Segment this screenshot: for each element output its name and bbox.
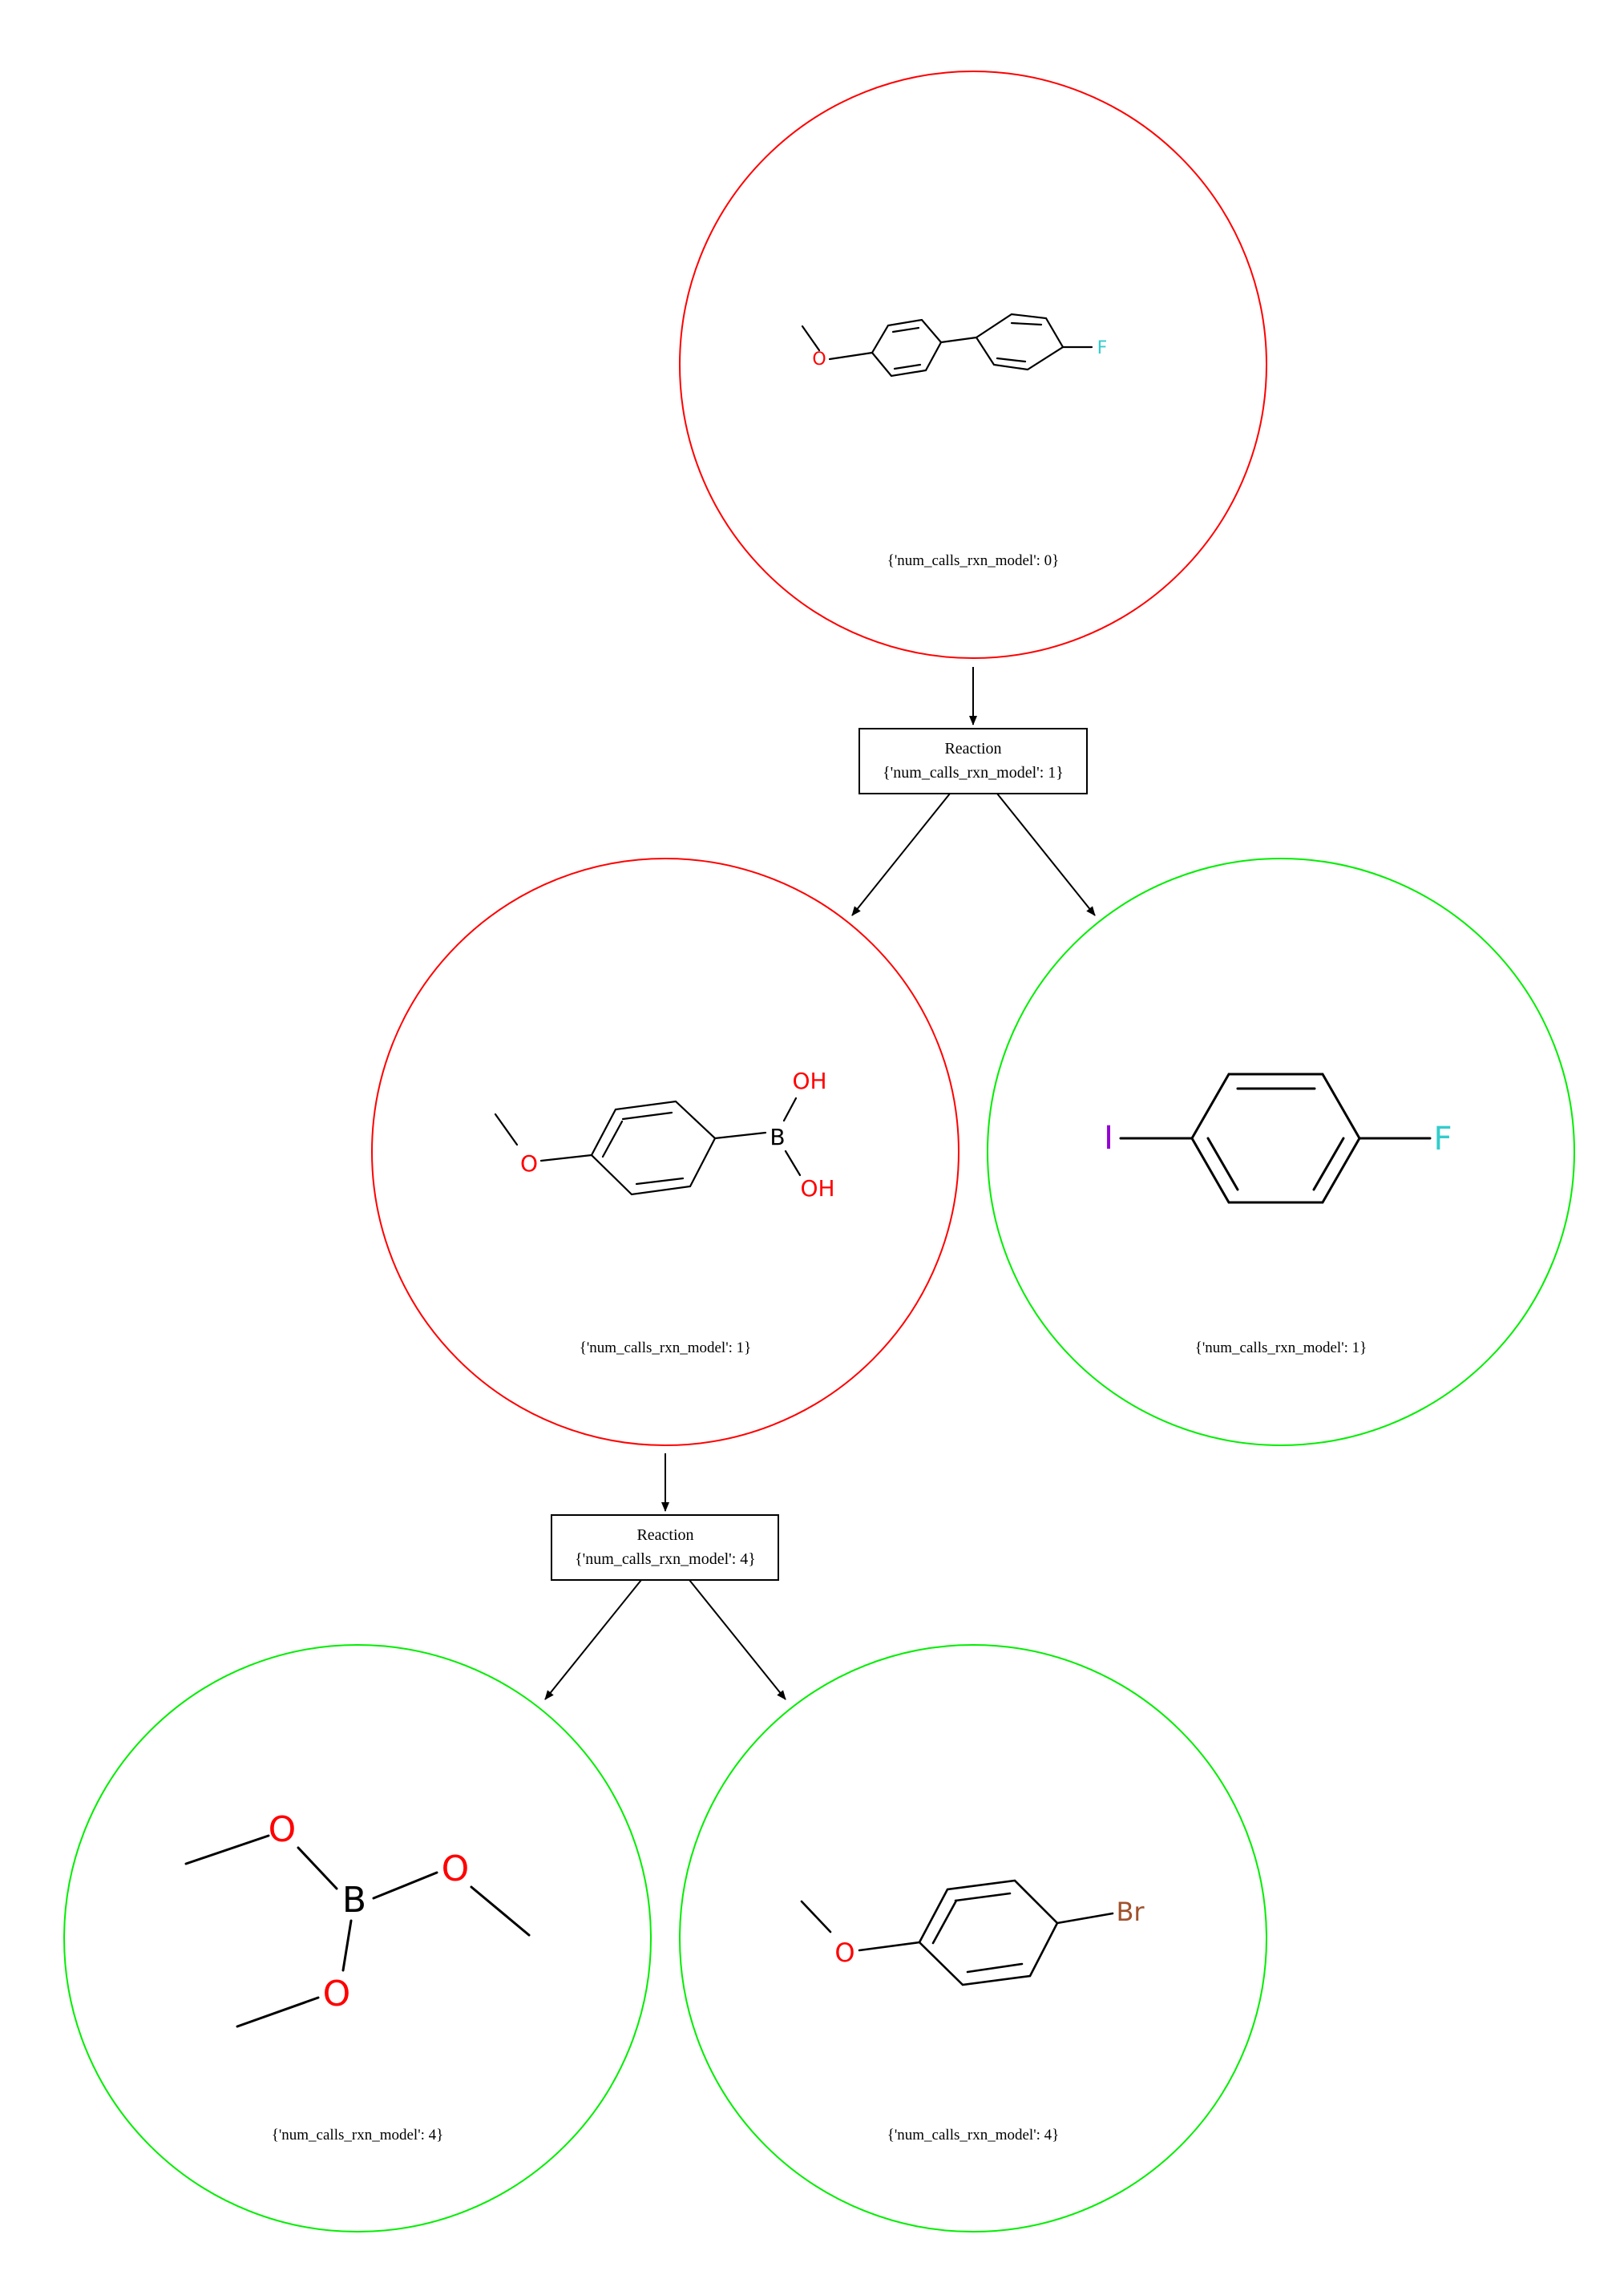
node-label-m1: {'num_calls_rxn_model': 1} [580, 1339, 752, 1356]
atom-o: O [834, 1937, 854, 1968]
molecule-node[interactable]: O B O O {'num_calls_rxn_model': 4} [63, 1644, 652, 2232]
node-label-m3: {'num_calls_rxn_model': 4} [272, 2127, 444, 2144]
edge-r1-m3 [544, 1579, 642, 1700]
atom-b: B [342, 1880, 366, 1921]
molecule-structure-4-fluoro-4-methoxybiphenyl: O F [801, 313, 1108, 378]
molecule-structure-4-methoxyphenylboronic-acid: O B OH OH [494, 1068, 835, 1202]
node-circle-m1 [371, 858, 959, 1446]
node-label-m4: {'num_calls_rxn_model': 4} [887, 2127, 1060, 2144]
atom-o: O [269, 1809, 297, 1850]
node-circle-m0 [679, 71, 1267, 659]
reaction-title: Reaction [944, 740, 1001, 758]
atom-o: O [520, 1150, 538, 1177]
atom-b: B [770, 1124, 785, 1150]
reaction-node[interactable]: Reaction {'num_calls_rxn_model': 1} [858, 728, 1088, 794]
node-circle-m3 [63, 1644, 652, 2232]
atom-oh: OH [800, 1175, 834, 1202]
atom-o: O [323, 1974, 351, 2014]
edge-r0-m1 [851, 793, 951, 916]
edge-r0-m2 [996, 793, 1096, 916]
molecule-node[interactable]: O Br {'num_calls_rxn_model': 4} [679, 1644, 1267, 2232]
reaction-label: {'num_calls_rxn_model': 4} [575, 1550, 756, 1568]
atom-f: F [1433, 1121, 1452, 1158]
molecule-node[interactable]: O F {'num_calls_rxn_model': 0} [679, 71, 1267, 659]
node-label-m2: {'num_calls_rxn_model': 1} [1195, 1339, 1367, 1356]
atom-o: O [812, 350, 826, 370]
reaction-label: {'num_calls_rxn_model': 1} [883, 764, 1064, 782]
node-circle-m2 [987, 858, 1575, 1446]
molecule-structure-1-fluoro-4-iodobenzene: I F [1104, 1073, 1452, 1204]
reaction-box-r0 [858, 728, 1088, 794]
atom-i: I [1104, 1120, 1113, 1157]
node-label-m0: {'num_calls_rxn_model': 0} [887, 552, 1060, 569]
atom-f: F [1097, 338, 1108, 358]
molecule-node[interactable]: O B OH OH {'num_calls_rxn_model': 1} [371, 858, 959, 1446]
reaction-title: Reaction [636, 1526, 693, 1544]
edge-r1-m4 [689, 1579, 786, 1700]
atom-oh: OH [792, 1068, 826, 1094]
reaction-node[interactable]: Reaction {'num_calls_rxn_model': 4} [551, 1514, 779, 1581]
molecule-structure-trimethyl-borate: O B O O [184, 1809, 531, 2028]
reaction-box-r1 [551, 1514, 779, 1581]
molecule-node[interactable]: I F {'num_calls_rxn_model': 1} [987, 858, 1575, 1446]
molecule-structure-4-bromoanisole: O Br [800, 1879, 1145, 1986]
atom-br: Br [1116, 1897, 1145, 1927]
atom-o: O [442, 1849, 470, 1889]
node-circle-m4 [679, 1644, 1267, 2232]
